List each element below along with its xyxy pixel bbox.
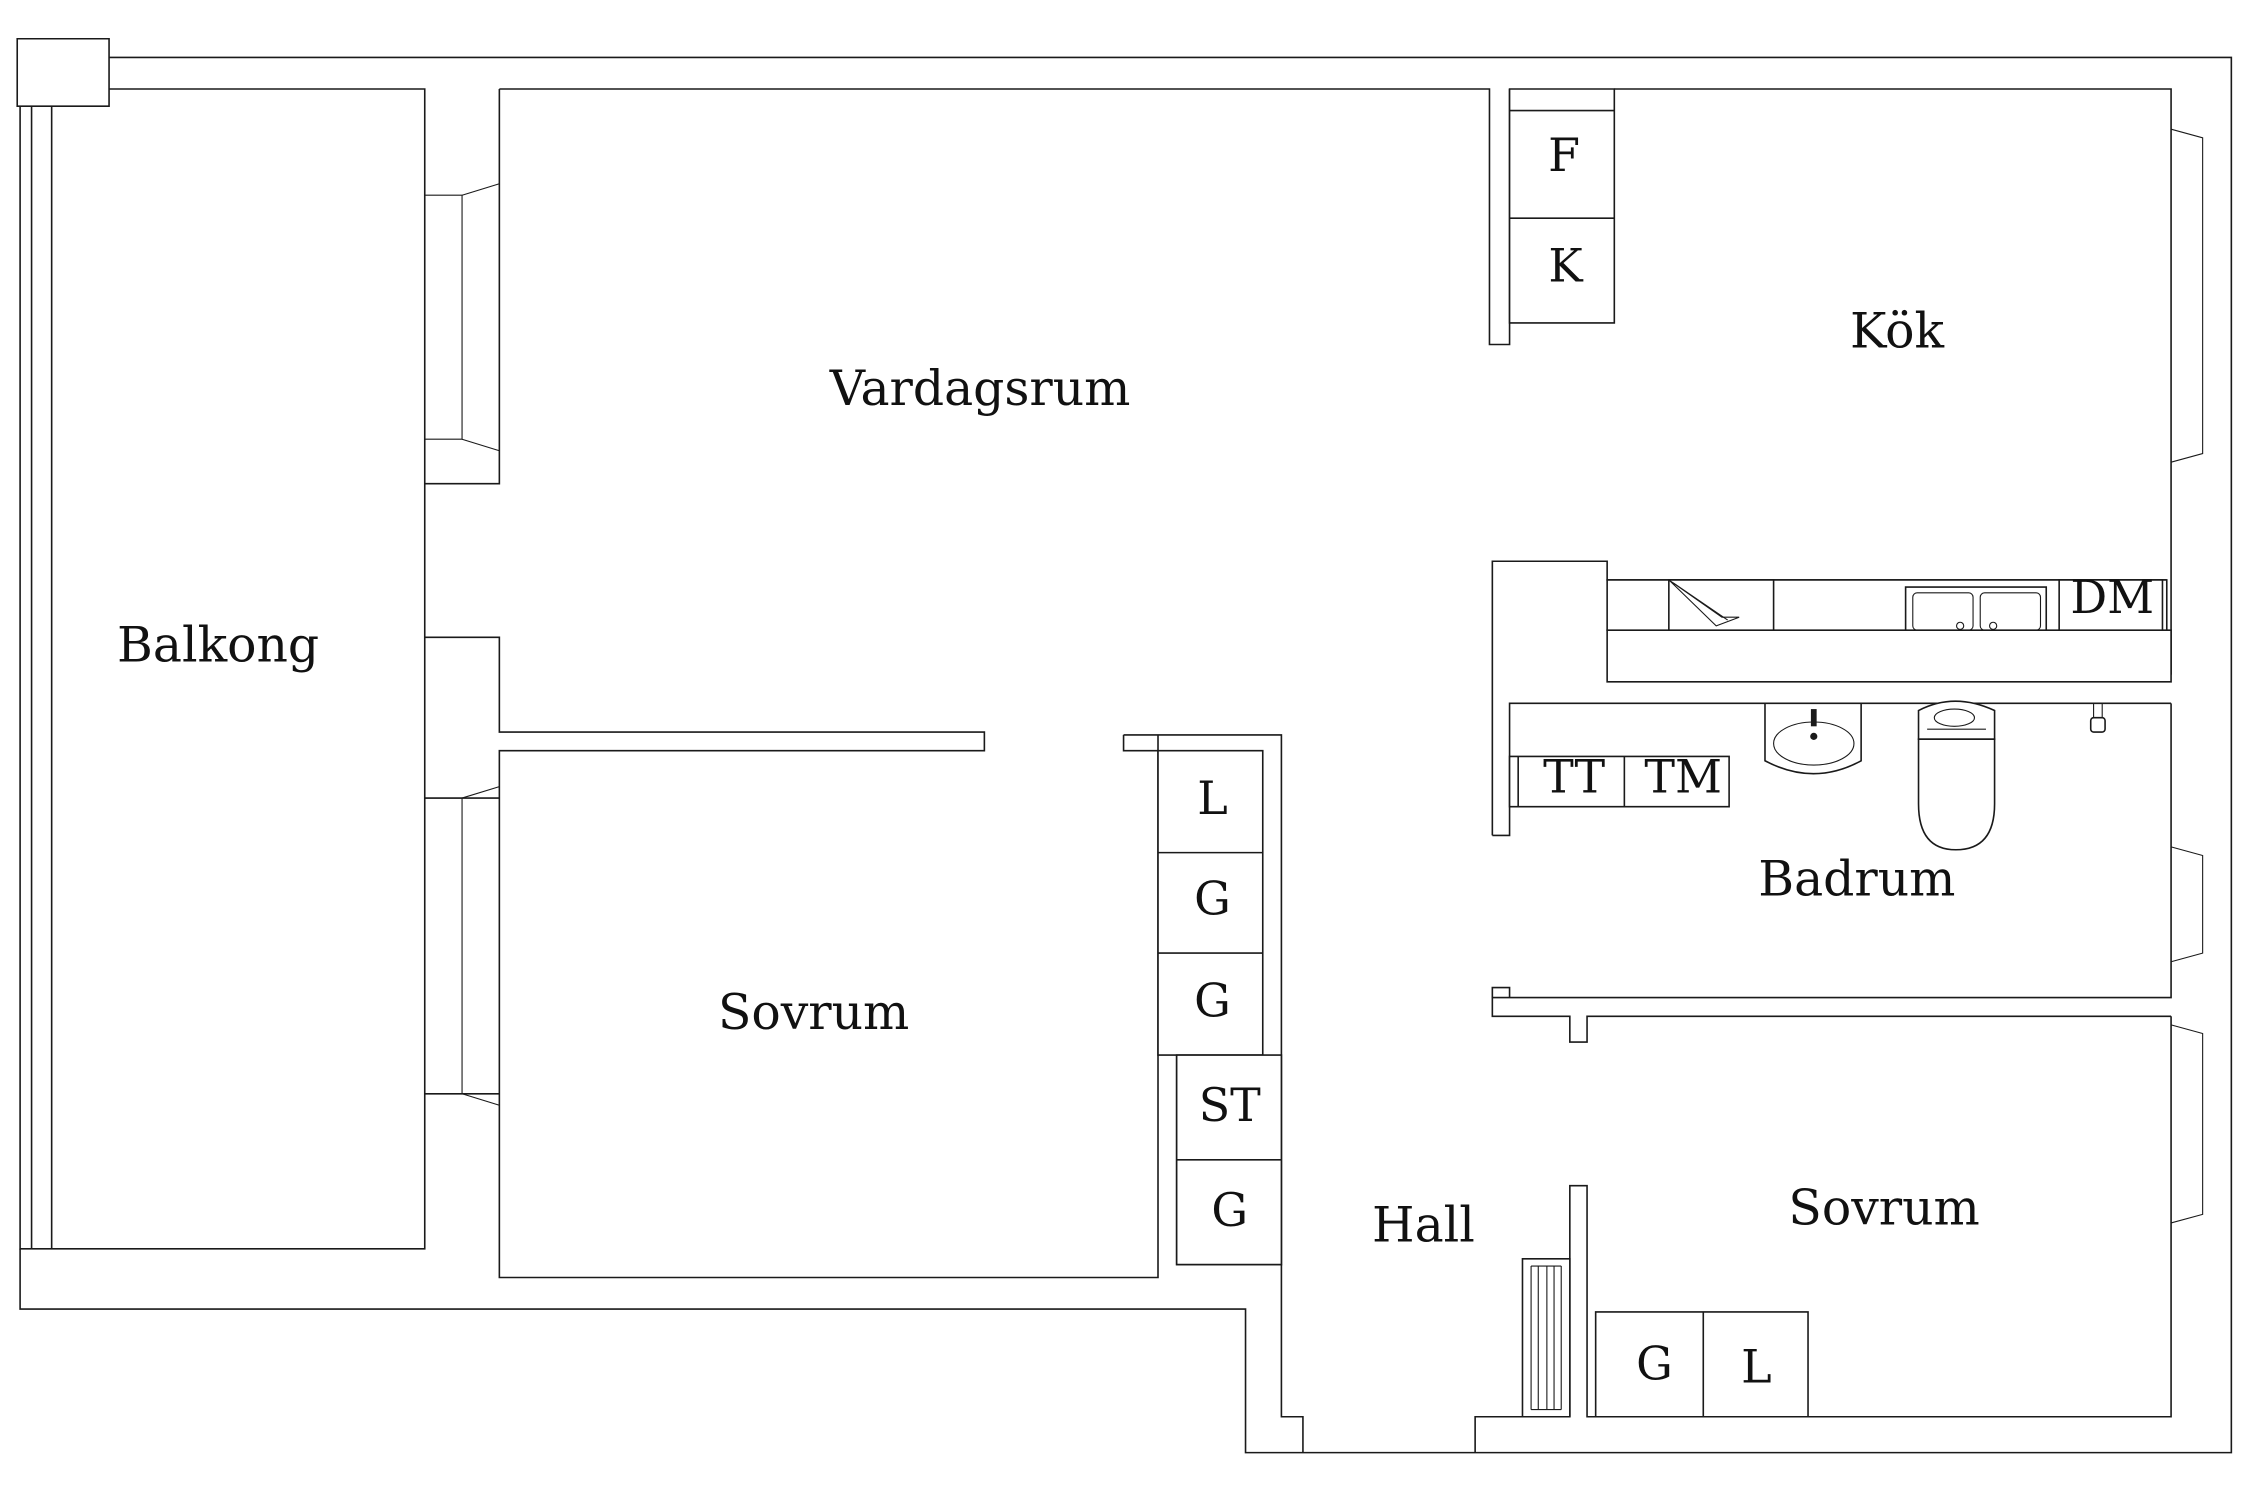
fixture-label-closet-g2: G [1194, 973, 1231, 1027]
room-label-sovrum-right: Sovrum [1788, 1179, 1979, 1236]
kitchen-fixtures [1510, 89, 2172, 682]
bedroom-wardrobe [1596, 1312, 1808, 1417]
fixture-label-f: F [1548, 128, 1580, 182]
fixture-label-closet-st: ST [1199, 1078, 1261, 1132]
fixture-label-closet-g3: G [1211, 1183, 1248, 1237]
fixture-label-dm: DM [2070, 570, 2154, 624]
tap-icon [2091, 703, 2105, 732]
room-label-badrum: Badrum [1758, 851, 1955, 908]
fixture-label-bedroom-g: G [1636, 1336, 1673, 1390]
room-label-balkong: Balkong [117, 617, 319, 674]
laundry-cabinet [1510, 756, 1730, 806]
toilet-icon [1919, 701, 1995, 850]
dishwasher-cabinet [2059, 580, 2162, 630]
fixture-label-closet-l: L [1197, 771, 1227, 825]
fixture-label-k: K [1548, 238, 1583, 292]
corner-pillar [17, 39, 109, 106]
closet-column-upper [1158, 751, 1263, 1055]
kitchen-counter [1607, 630, 2171, 682]
fixture-label-tm: TM [1644, 749, 1722, 803]
fixture-label-closet-g1: G [1194, 871, 1231, 925]
fixture-label-tt: TT [1543, 749, 1605, 803]
wash-basin-icon [1765, 703, 1861, 773]
room-label-hall: Hall [1372, 1197, 1475, 1254]
bathroom-fixtures [1510, 701, 2106, 850]
fixture-labels: F K DM TT TM L G G ST G G L [1194, 128, 2154, 1393]
outer-walls [17, 39, 2231, 1453]
radiator-icon [1522, 1259, 1569, 1417]
stove-icon [1669, 580, 1774, 630]
room-label-sovrum-left: Sovrum [718, 984, 909, 1041]
fridge-freezer-cabinet [1510, 89, 1615, 323]
room-labels: Balkong Vardagsrum Kök Badrum Sovrum Sov… [117, 302, 1980, 1253]
room-label-vardagsrum: Vardagsrum [829, 360, 1131, 417]
double-sink-icon [1906, 587, 2047, 630]
room-label-kok: Kök [1850, 302, 1944, 359]
hall-closets [1158, 751, 1281, 1265]
fixture-label-bedroom-l: L [1741, 1339, 1771, 1393]
windows [425, 129, 2203, 1223]
